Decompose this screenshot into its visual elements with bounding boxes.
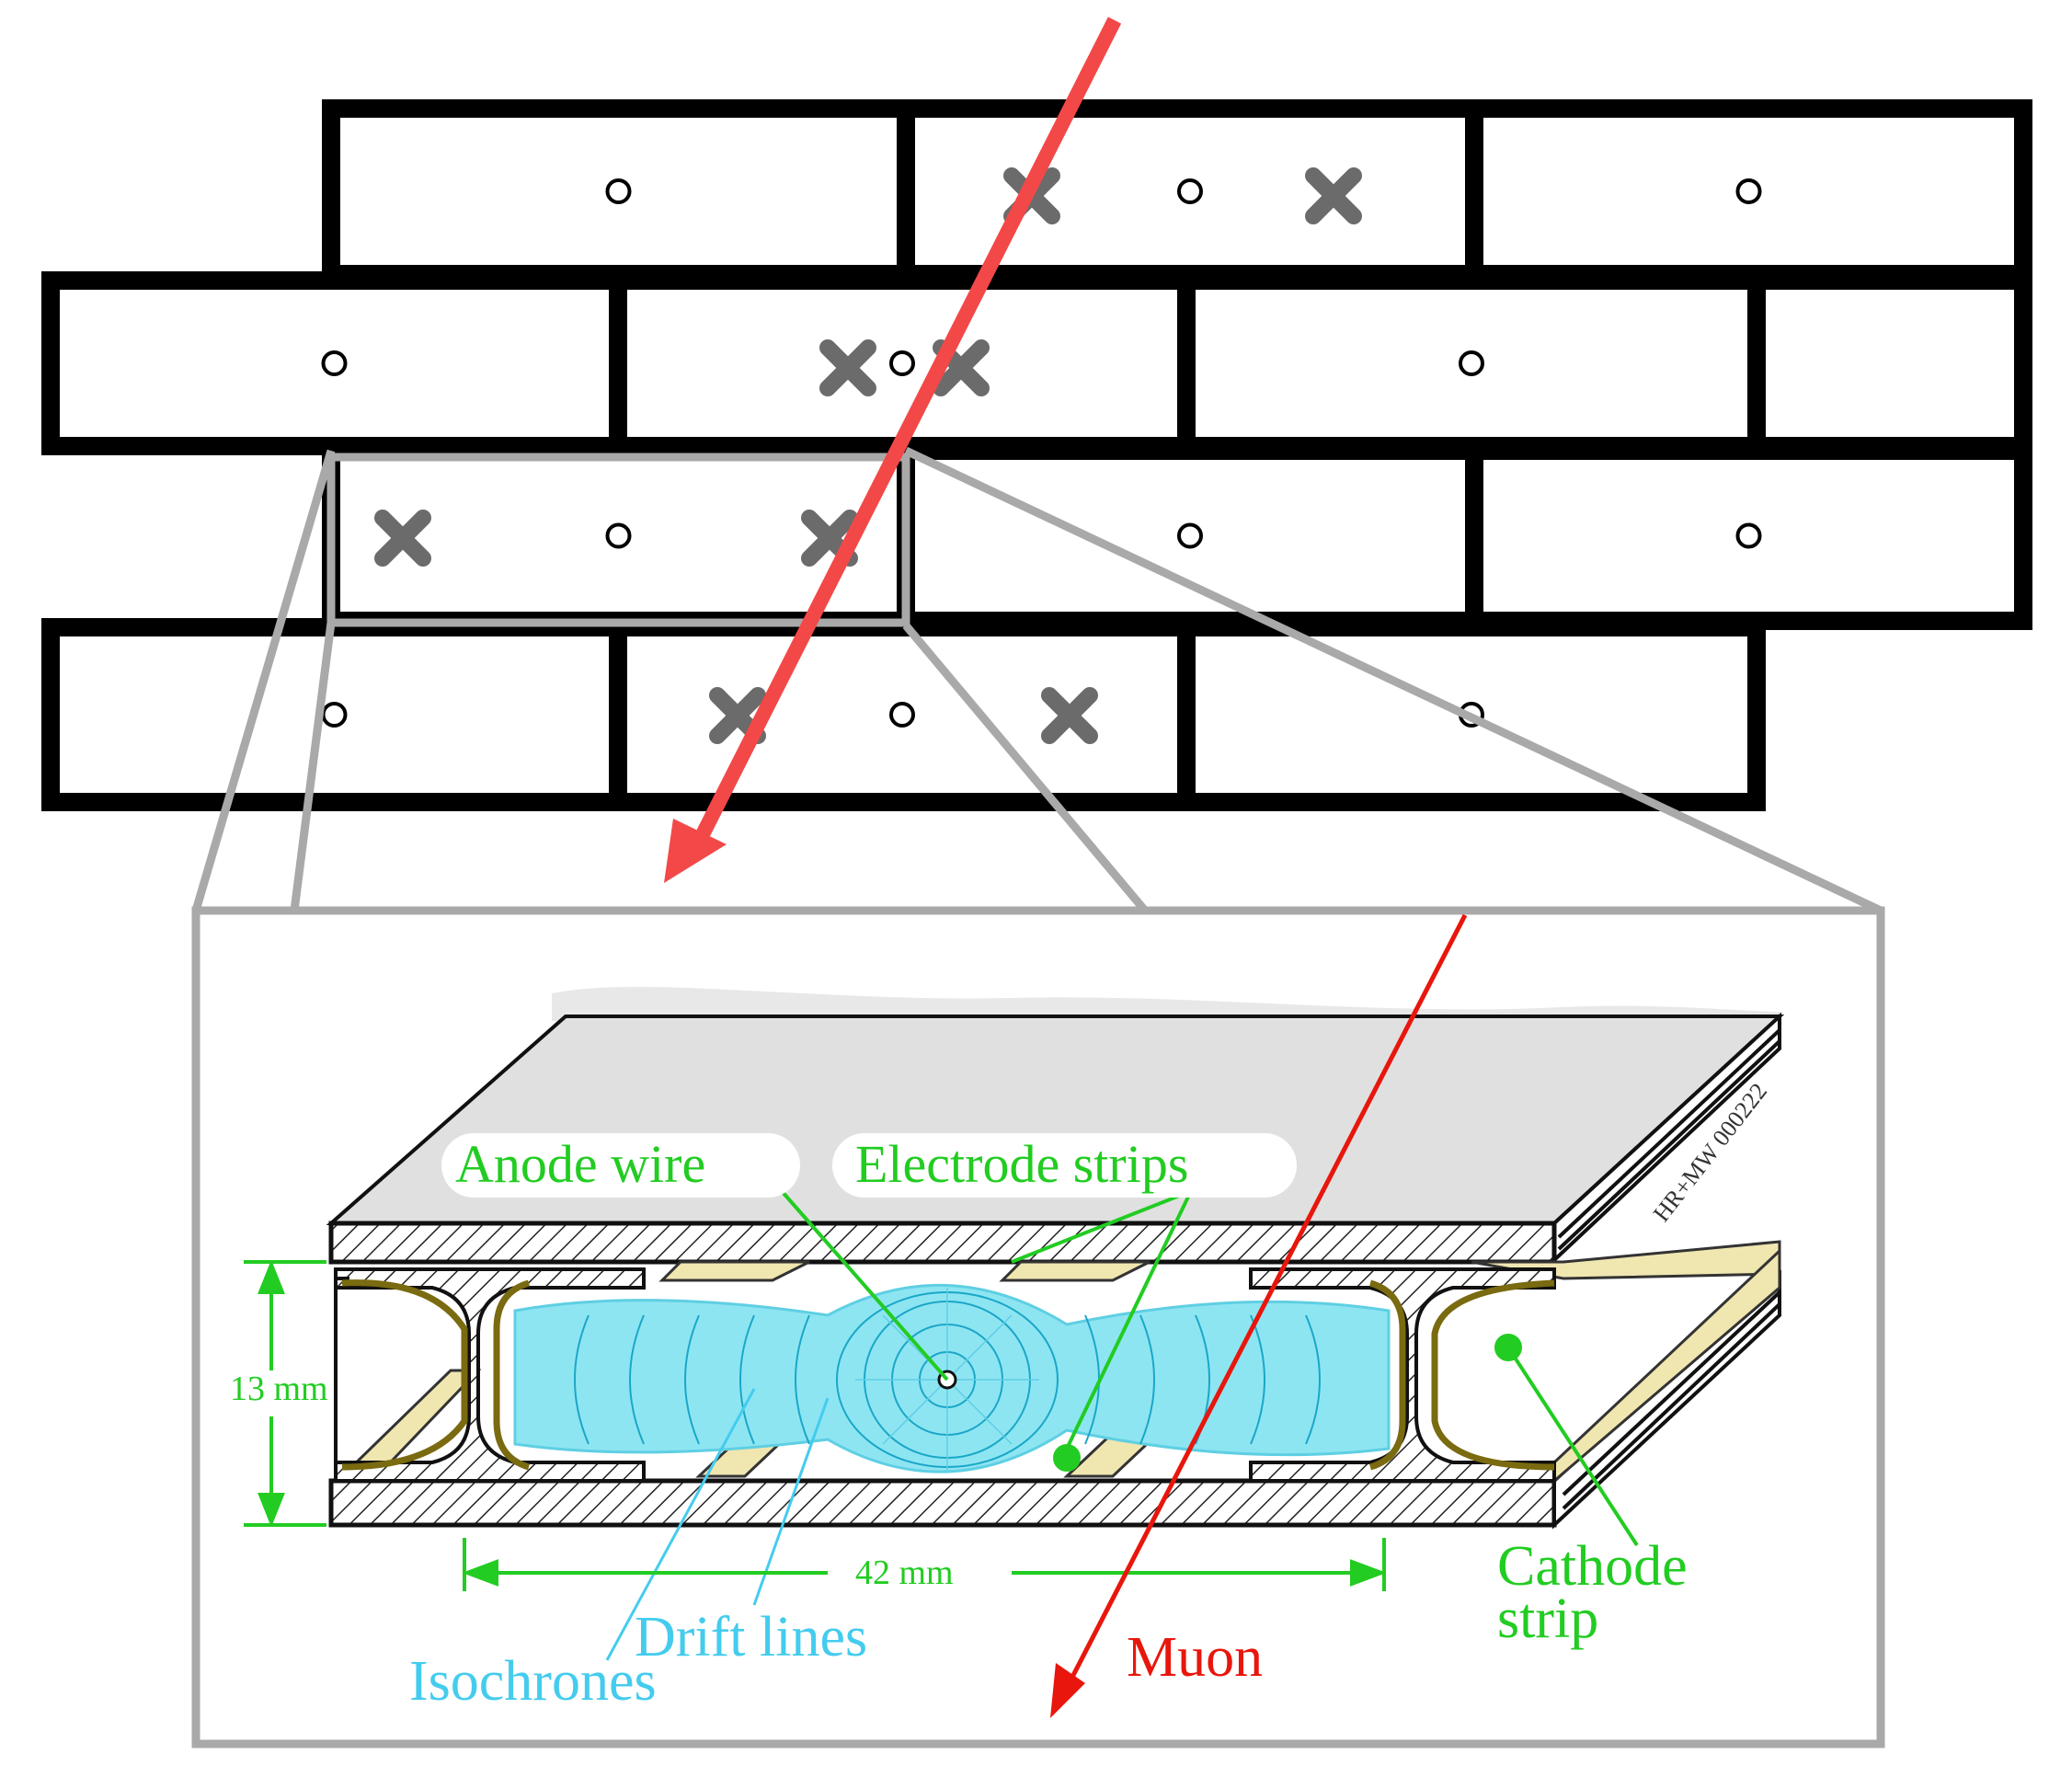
top-plate-section — [328, 1221, 1557, 1265]
arrowhead-icon — [664, 819, 727, 883]
width-label: 42 mm — [855, 1553, 954, 1592]
isochrones-label: Isochrones — [409, 1650, 657, 1713]
cathode-strip-label-line2: strip — [1497, 1588, 1598, 1650]
circle-outline-icon — [889, 702, 915, 728]
drift-cell — [1747, 271, 2032, 455]
drift-cell-layers — [41, 99, 2032, 811]
arrowhead-icon — [1050, 1663, 1085, 1718]
circle-outline-icon — [889, 350, 915, 376]
x-cross-icon — [819, 339, 876, 396]
cathode-strip-label-line1: Cathode — [1497, 1535, 1688, 1598]
x-cross-icon — [374, 510, 431, 567]
circle-outline-icon — [1177, 522, 1203, 549]
height-label: 13 mm — [230, 1370, 328, 1408]
circle-outline-icon — [1459, 350, 1484, 376]
circle-outline-icon — [1735, 178, 1762, 204]
label-leaders — [780, 1189, 1639, 1547]
dimension-13mm — [244, 1259, 326, 1528]
background-shade — [552, 987, 1780, 1021]
zoom-callout — [191, 446, 1885, 1748]
electrode-strips-label: Electrode strips — [855, 1134, 1188, 1194]
muon-track-top — [664, 17, 1122, 883]
cell-walls — [341, 1279, 1555, 1471]
cyan-leaders — [605, 1388, 830, 1661]
x-cross-icon — [1041, 687, 1098, 744]
drift-tube-cross-section: Anode wire Electrode strips 13 mm 42 mm … — [212, 913, 1867, 1734]
muon-label: Muon — [1127, 1626, 1263, 1689]
drift-cell — [1177, 618, 1766, 811]
zoom-detail-frame — [191, 906, 1885, 1748]
muon-track-detail — [1050, 913, 1468, 1718]
circle-outline-icon — [1735, 522, 1762, 549]
zoom-source-box — [326, 453, 910, 627]
bottom-plate-section — [328, 1478, 1557, 1528]
circle-outline-icon — [1177, 178, 1203, 204]
circle-outline-icon — [321, 350, 348, 376]
circle-outline-icon — [605, 178, 632, 204]
circle-outline-icon — [321, 702, 348, 728]
drift-lines-label: Drift lines — [635, 1606, 867, 1668]
anode-wire-label: Anode wire — [455, 1134, 705, 1194]
circle-outline-icon — [605, 522, 632, 549]
dimension-42mm — [462, 1538, 1387, 1591]
x-cross-icon — [1305, 167, 1362, 224]
